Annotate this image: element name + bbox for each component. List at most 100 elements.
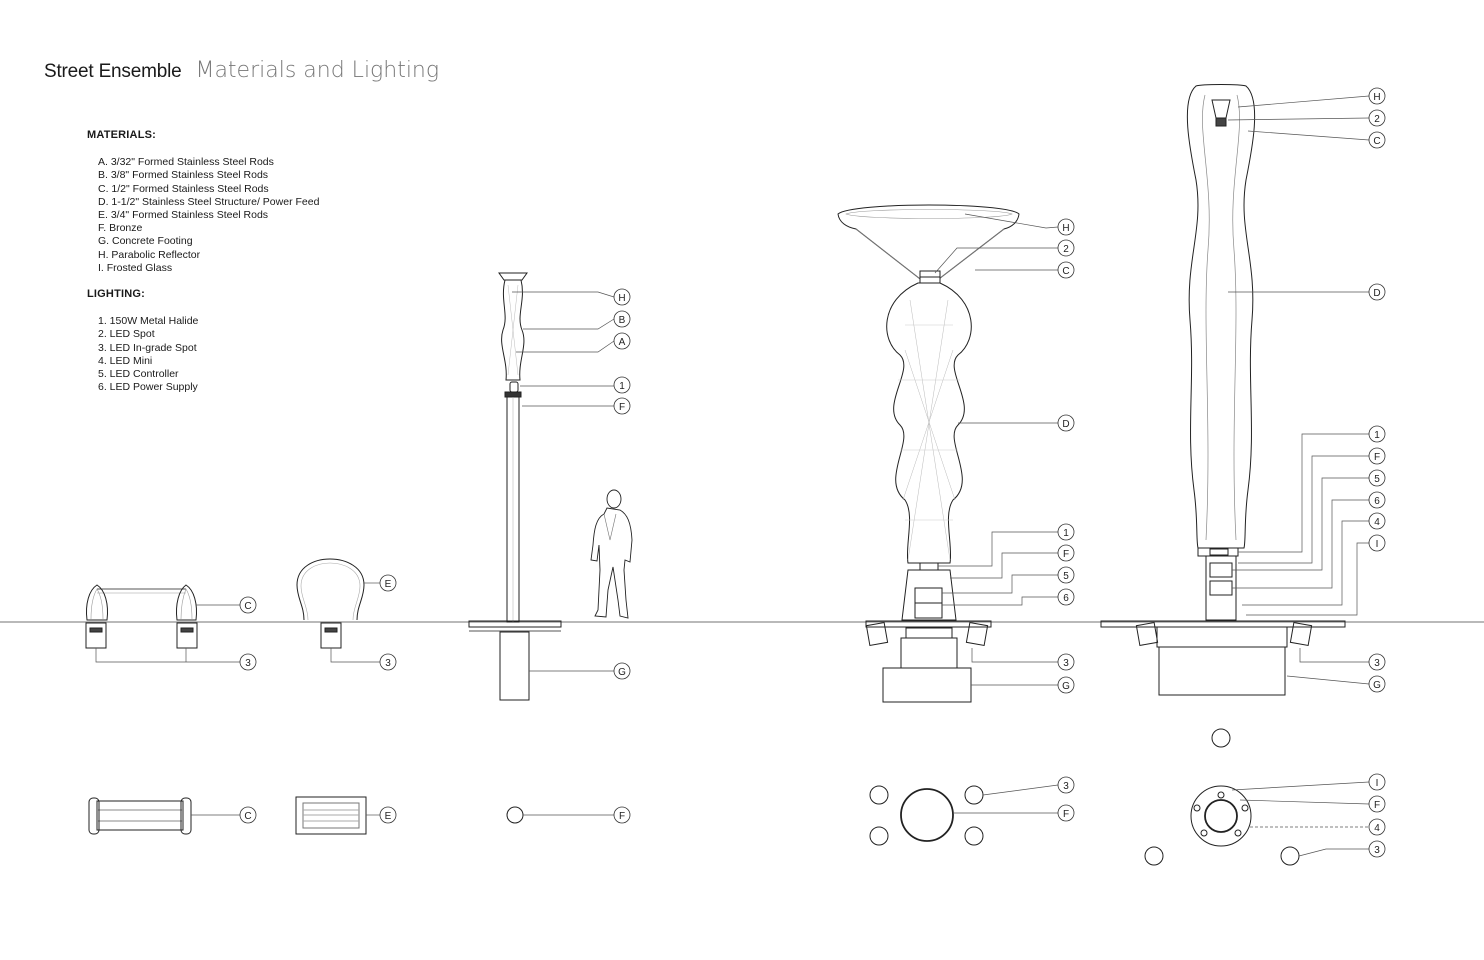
lighting-item: 4. LED Mini: [98, 354, 153, 367]
callout-plan-funnel-3: 3: [1057, 776, 1075, 794]
callout-funnel-5: 5: [1057, 566, 1075, 584]
callout-column-i: I: [1368, 534, 1386, 552]
callout-plan-bench-c: C: [239, 806, 257, 824]
svg-text:3: 3: [1374, 658, 1380, 669]
svg-text:5: 5: [1374, 474, 1380, 485]
svg-text:A: A: [619, 337, 626, 348]
svg-text:I: I: [1376, 778, 1379, 789]
human-figure: [590, 489, 633, 619]
svg-text:5: 5: [1063, 571, 1069, 582]
svg-text:C: C: [1062, 266, 1069, 277]
svg-text:F: F: [619, 811, 625, 822]
materials-item: H. Parabolic Reflector: [98, 248, 201, 261]
svg-text:H: H: [1373, 92, 1380, 103]
lighting-item: 1. 150W Metal Halide: [98, 315, 199, 328]
svg-text:2: 2: [1063, 244, 1069, 255]
leader-lines: [95, 95, 1370, 857]
materials-heading: MATERIALS:: [87, 129, 157, 141]
funnel-light-elevation: [837, 204, 1020, 703]
callout-funnel-g: G: [1057, 676, 1075, 694]
callout-column-c: C: [1368, 131, 1386, 149]
materials-item: F. Bronze: [98, 222, 143, 235]
lighting-legend: LIGHTING: 1. 150W Metal Halide 2. LED Sp…: [87, 288, 198, 394]
svg-text:6: 6: [1063, 593, 1069, 604]
svg-text:E: E: [385, 811, 392, 822]
svg-text:G: G: [1062, 681, 1070, 692]
plan-bench: [88, 797, 192, 835]
callout-plan-funnel-f: F: [1057, 804, 1075, 822]
svg-text:F: F: [1063, 549, 1069, 560]
callout-bench-3: 3: [239, 653, 257, 671]
plan-arch: [295, 796, 367, 835]
svg-text:3: 3: [1063, 658, 1069, 669]
callout-funnel-2: 2: [1057, 239, 1075, 257]
callout-bench-c: C: [239, 596, 257, 614]
lighting-item: 5. LED Controller: [98, 368, 179, 381]
materials-legend: MATERIALS: A. 3/32" Formed Stainless Ste…: [87, 129, 319, 275]
materials-item: B. 3/8" Formed Stainless Steel Rods: [98, 169, 269, 182]
svg-text:1: 1: [1374, 430, 1380, 441]
svg-text:I: I: [1376, 539, 1379, 550]
svg-text:C: C: [244, 601, 251, 612]
svg-text:F: F: [1063, 809, 1069, 820]
callout-bubbles: C 3 E 3 H B A 1 F G H 2 C D 1 F 5 6 3 G …: [239, 87, 1386, 858]
callout-arch-e: E: [379, 574, 397, 592]
callout-column-2: 2: [1368, 109, 1386, 127]
svg-text:F: F: [1374, 452, 1380, 463]
svg-text:1: 1: [619, 381, 625, 392]
arch-elevation: [296, 558, 365, 649]
callout-plan-arch-e: E: [379, 806, 397, 824]
callout-funnel-1: 1: [1057, 523, 1075, 541]
svg-text:2: 2: [1374, 114, 1380, 125]
plan-pole: [506, 806, 524, 824]
svg-text:3: 3: [245, 658, 251, 669]
plan-column: [1144, 728, 1300, 866]
callout-column-5: 5: [1368, 469, 1386, 487]
bench-elevation: [85, 584, 198, 649]
materials-item: E. 3/4" Formed Stainless Steel Rods: [98, 209, 269, 222]
callout-arch-3: 3: [379, 653, 397, 671]
callout-column-g: G: [1368, 675, 1386, 693]
callout-funnel-h: H: [1057, 218, 1075, 236]
callout-funnel-f: F: [1057, 544, 1075, 562]
callout-column-3: 3: [1368, 653, 1386, 671]
svg-text:6: 6: [1374, 496, 1380, 507]
slim-pole-elevation: [468, 272, 562, 701]
callout-plan-pole-f: F: [613, 806, 631, 824]
callout-pole-a: A: [613, 332, 631, 350]
callout-column-1: 1: [1368, 425, 1386, 443]
svg-text:3: 3: [385, 658, 391, 669]
callout-column-4: 4: [1368, 512, 1386, 530]
svg-text:B: B: [619, 315, 626, 326]
callout-plan-column-f: F: [1368, 795, 1386, 813]
callout-plan-column-3: 3: [1368, 840, 1386, 858]
lighting-heading: LIGHTING:: [87, 288, 146, 300]
callout-funnel-3: 3: [1057, 653, 1075, 671]
callout-plan-column-4: 4: [1368, 818, 1386, 836]
svg-text:F: F: [1374, 800, 1380, 811]
svg-text:1: 1: [1063, 528, 1069, 539]
svg-text:4: 4: [1374, 823, 1380, 834]
svg-text:C: C: [1373, 136, 1380, 147]
callout-pole-h: H: [613, 288, 631, 306]
svg-text:4: 4: [1374, 517, 1380, 528]
callout-pole-b: B: [613, 310, 631, 328]
lighting-item: 2. LED Spot: [98, 328, 155, 341]
lighting-item: 3. LED In-grade Spot: [98, 341, 197, 354]
lighting-item: 6. LED Power Supply: [98, 381, 198, 394]
svg-text:E: E: [385, 579, 392, 590]
svg-text:H: H: [618, 293, 625, 304]
svg-text:G: G: [618, 667, 626, 678]
tall-column-elevation: [1100, 84, 1346, 696]
svg-text:F: F: [619, 402, 625, 413]
callout-funnel-c: C: [1057, 261, 1075, 279]
callout-funnel-d: D: [1057, 414, 1075, 432]
materials-item: A. 3/32" Formed Stainless Steel Rods: [98, 156, 274, 169]
materials-item: D. 1-1/2" Stainless Steel Structure/ Pow…: [98, 195, 320, 208]
svg-text:D: D: [1062, 419, 1069, 430]
plan-funnel: [869, 785, 984, 846]
callout-column-d: D: [1368, 283, 1386, 301]
title-subtitle: Materials and Lighting: [195, 58, 440, 83]
